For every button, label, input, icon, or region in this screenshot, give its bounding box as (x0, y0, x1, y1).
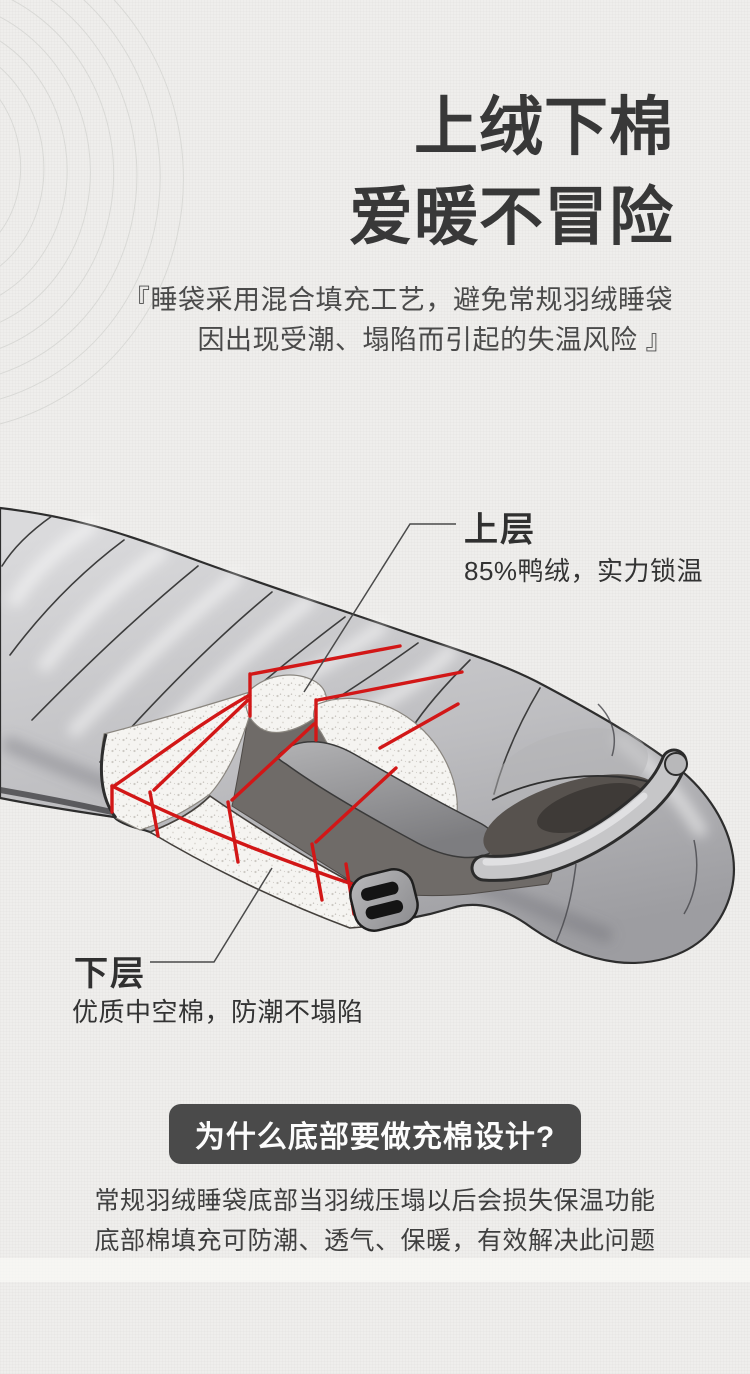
answer-line1: 常规羽绒睡袋底部当羽绒压塌以后会损失保温功能 (94, 1187, 656, 1215)
leader-line-upper (303, 523, 456, 693)
hood-creases (555, 703, 698, 943)
section-divider-band (0, 1258, 750, 1282)
upper-layer-label: 上层 (464, 511, 536, 549)
answer-paragraph: 常规羽绒睡袋底部当羽绒压塌以后会损失保温功能 底部棉填充可防潮、透气、保暖，有效… (0, 1181, 750, 1261)
subtitle-line1: 『睡袋采用混合填充工艺，避免常规羽绒睡袋 (123, 285, 673, 315)
lower-layer-label: 下层 (74, 955, 146, 993)
headline: 上绒下棉 爱暖不冒险 (349, 82, 674, 262)
lower-layer-desc: 优质中空棉，防潮不塌陷 (72, 997, 364, 1027)
bottom-edge-shadow (0, 787, 113, 815)
upper-layer-desc: 85%鸭绒，实力锁温 (464, 556, 704, 586)
contour-lines (0, 0, 184, 433)
subtitle-line2: 因出现受潮、塌陷而引起的失温风险 』 (197, 325, 673, 355)
question-badge-row: 为什么底部要做充棉设计? (0, 1104, 750, 1164)
leader-line-lower (150, 867, 273, 963)
subtitle: 『睡袋采用混合填充工艺，避免常规羽绒睡袋 因出现受潮、塌陷而引起的失温风险 』 (123, 280, 673, 360)
inner-draft-tube (277, 741, 498, 859)
red-cut-lines (110, 644, 464, 916)
question-badge: 为什么底部要做充棉设计? (168, 1104, 582, 1164)
hood (470, 703, 698, 943)
cap-slot-top (361, 881, 399, 901)
headline-line2: 爱暖不冒险 (349, 181, 674, 253)
foot-end-cap (349, 868, 419, 932)
cutaway-interior (99, 644, 553, 929)
draft-collar (473, 751, 685, 879)
headline-line1: 上绒下棉 (414, 91, 674, 163)
cap-slot-bottom (365, 900, 404, 920)
answer-line2: 底部棉填充可防潮、透气、保暖，有效解决此问题 (94, 1227, 656, 1255)
